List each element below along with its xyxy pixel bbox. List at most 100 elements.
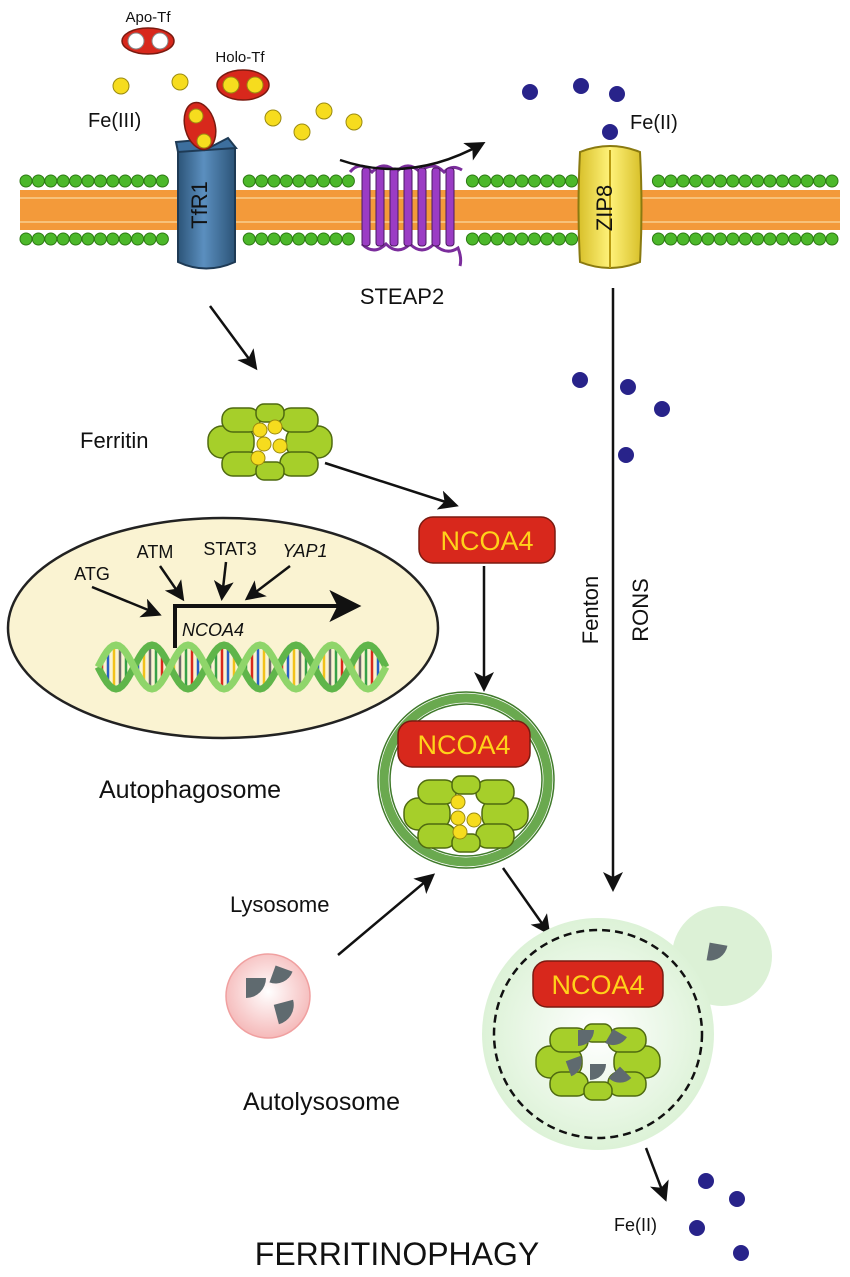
fe2-ions-top (522, 78, 625, 140)
lipid-head (503, 174, 517, 188)
lipid-head (19, 174, 33, 188)
lipid-head (131, 232, 145, 246)
lipid-head (255, 174, 269, 188)
yap1-arrow (244, 565, 291, 601)
lipid-head (118, 232, 132, 246)
lipid-head (565, 232, 579, 246)
atg-arrow (91, 585, 162, 618)
lipid-head (775, 174, 789, 188)
fe2-bottom-label: Fe(II) (614, 1215, 657, 1235)
lipid-head (56, 174, 70, 188)
lipid-head (93, 174, 107, 188)
steap2-transporter (348, 164, 463, 267)
ferritin-to-ncoa4-arrow (324, 461, 459, 510)
lipid-head (341, 174, 355, 188)
lipid-head (478, 174, 492, 188)
fe2-release-arrow (644, 1147, 669, 1202)
tfr1-label: TfR1 (187, 181, 212, 229)
ncoa4-autolysosome-label: NCOA4 (551, 970, 644, 1000)
lipid-head (329, 232, 343, 246)
lipid-head (751, 232, 765, 246)
membrane-heads-bottom (19, 232, 839, 246)
lipid-head (775, 232, 789, 246)
ncoa4-box: NCOA4 (418, 516, 556, 564)
lipid-head (31, 174, 45, 188)
lipid-head (726, 232, 740, 246)
lipid-head (19, 232, 33, 246)
lipid-head (788, 174, 802, 188)
lipid-head (255, 232, 269, 246)
lipid-head (788, 232, 802, 246)
lipid-head (143, 232, 157, 246)
lipid-head (131, 174, 145, 188)
holo-tf-label: Holo-Tf (215, 49, 265, 66)
membrane-core (20, 190, 840, 230)
fe3-ions (112, 73, 363, 141)
lipid-head (813, 174, 827, 188)
ncoa4-autophagosome-label: NCOA4 (417, 730, 510, 760)
lipid-head (552, 232, 566, 246)
fe3-label: Fe(III) (88, 110, 141, 132)
dna-helix (94, 641, 390, 693)
lipid-head (106, 232, 120, 246)
autophagosome: NCOA4 (377, 691, 555, 869)
dna-strand-b (94, 641, 390, 693)
ncoa4-box-label: NCOA4 (440, 526, 533, 556)
lipid-head (527, 174, 541, 188)
lipid-head (713, 174, 727, 188)
lipid-head (44, 232, 58, 246)
diagram-title: FERRITINOPHAGY (255, 1236, 539, 1272)
lipid-head (267, 232, 281, 246)
lipid-head (155, 232, 169, 246)
stat3-arrow (213, 561, 234, 601)
lipid-head (651, 232, 665, 246)
ncoa4-gene-label: NCOA4 (182, 620, 244, 640)
lipid-head (540, 174, 554, 188)
lipid-head (763, 232, 777, 246)
lipid-head (69, 232, 83, 246)
lipid-head (503, 232, 517, 246)
atm-arrow (158, 565, 185, 602)
lipid-head (490, 174, 504, 188)
lipid-head (118, 174, 132, 188)
apo-transferrin (121, 27, 175, 55)
lipid-head (317, 232, 331, 246)
autolysosome: NCOA4 (482, 906, 772, 1150)
lipid-head (329, 174, 343, 188)
lipid-head (515, 232, 529, 246)
lipid-head (664, 232, 678, 246)
lipid-head (813, 232, 827, 246)
lipid-head (465, 232, 479, 246)
atg-label: ATG (74, 564, 110, 584)
lysosome-to-autophagosome-arrow (337, 873, 436, 956)
lipid-head (552, 174, 566, 188)
lipid-head (713, 232, 727, 246)
steap2-label: STEAP2 (360, 284, 444, 309)
lipid-head (143, 174, 157, 188)
holo-transferrin (216, 69, 270, 101)
lipid-head (664, 174, 678, 188)
lipid-head (527, 232, 541, 246)
steap2-reduction-arrow (339, 142, 486, 171)
lipid-head (651, 174, 665, 188)
stat3-label: STAT3 (203, 539, 256, 559)
lipid-head (689, 174, 703, 188)
rons-label: RONS (628, 578, 653, 642)
lipid-head (676, 174, 690, 188)
lipid-head (292, 174, 306, 188)
lipid-head (155, 174, 169, 188)
lipid-head (341, 232, 355, 246)
autolysosome-label: Autolysosome (243, 1088, 400, 1116)
lysosome-label: Lysosome (230, 892, 329, 917)
fe2-top-label: Fe(II) (630, 112, 678, 134)
tfr1-receptor (174, 101, 238, 270)
lipid-head (44, 174, 58, 188)
lipid-head (689, 232, 703, 246)
lipid-head (565, 174, 579, 188)
fe2-ions-released (689, 1173, 749, 1261)
lipid-head (825, 174, 839, 188)
lipid-head (304, 174, 318, 188)
lipid-head (317, 174, 331, 188)
lipid-head (676, 232, 690, 246)
